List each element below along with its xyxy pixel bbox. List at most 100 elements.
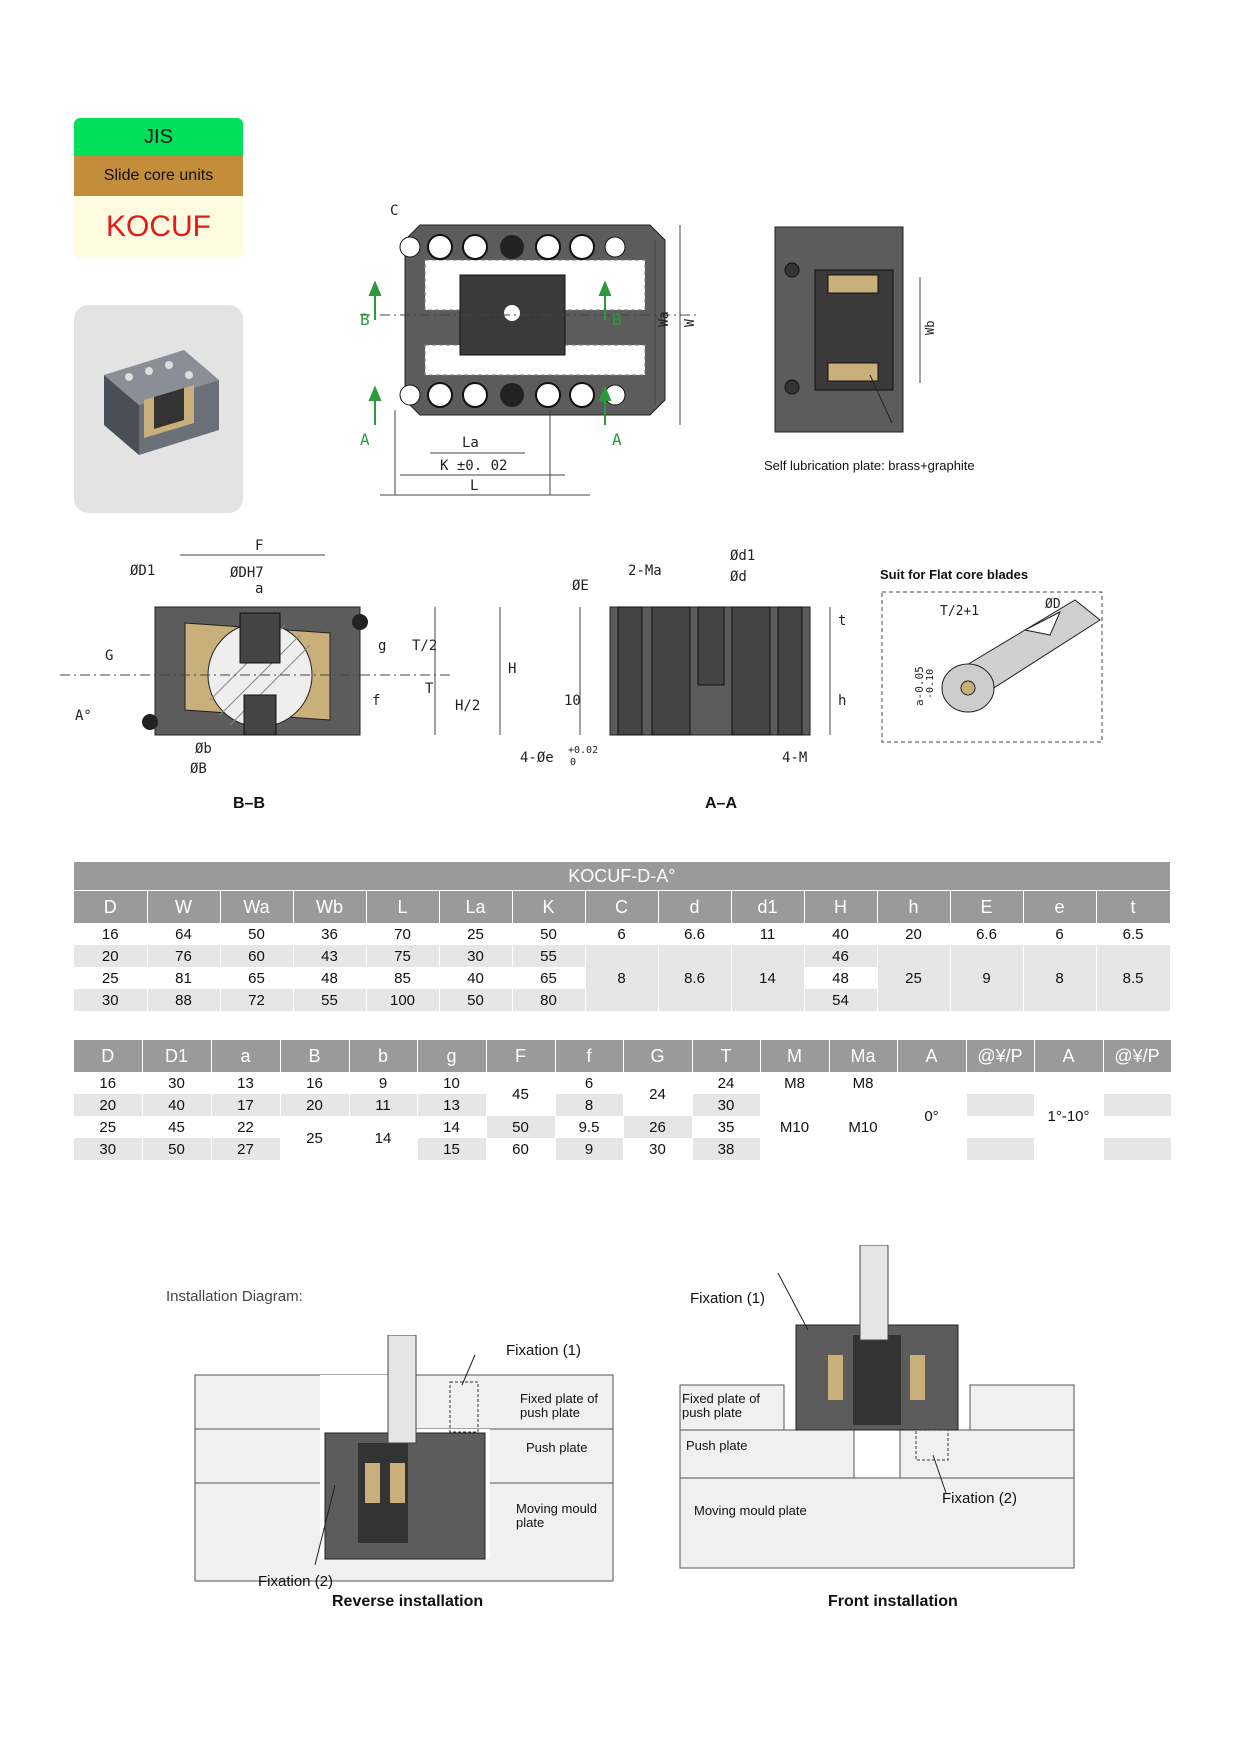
section-aa-title: A–A xyxy=(705,795,738,812)
table-cell: 54 xyxy=(804,989,878,1011)
table1-header: e xyxy=(1023,890,1097,923)
table1-header: L xyxy=(366,890,440,923)
table-cell: 1°-10° xyxy=(1034,1072,1104,1160)
table1-header: h xyxy=(877,890,951,923)
label-od: Ød xyxy=(730,569,747,585)
table2-header: g xyxy=(417,1040,487,1072)
label-a: a xyxy=(255,581,263,597)
table-cell: 14 xyxy=(417,1116,487,1138)
lubrication-note: Self lubrication plate: brass+graphite xyxy=(764,458,975,473)
table2-header: @¥/P xyxy=(1103,1040,1172,1072)
table-cell: 38 xyxy=(692,1138,761,1160)
label-wa: Wa xyxy=(657,311,672,327)
table1-header: d1 xyxy=(731,890,805,923)
table-cell: 9.5 xyxy=(555,1116,624,1138)
label-dh7: ØDH7 xyxy=(230,565,264,581)
label-k: K ±0. 02 xyxy=(440,458,507,474)
label-h: H xyxy=(508,661,516,677)
table-cell: 6.5 xyxy=(1096,923,1171,945)
spec-table-2: D D1 a B b g F f G T M Ma A @¥/P A @¥/P … xyxy=(74,1040,1172,1160)
table-row: 30 88 72 55 100 50 80 54 xyxy=(74,989,1170,1011)
label-w: W xyxy=(683,319,698,327)
label-a-angle: A° xyxy=(75,708,92,724)
table-cell xyxy=(966,1138,1035,1160)
label-c: C xyxy=(390,203,398,219)
standard-badge: JIS xyxy=(74,118,243,156)
table1-header: Wa xyxy=(220,890,294,923)
table-cell: 60 xyxy=(486,1138,556,1160)
table-row: 30 50 27 15 60 9 30 38 xyxy=(74,1138,1172,1160)
table-cell: 30 xyxy=(74,989,148,1011)
label-t-half-plus: T/2+1 xyxy=(940,604,979,619)
table-cell: 20 xyxy=(280,1094,350,1116)
label-la: La xyxy=(462,435,479,451)
table-cell: 16 xyxy=(74,923,148,945)
front-plate-push: Push plate xyxy=(686,1438,748,1453)
table-row: 25 81 65 48 85 40 65 48 xyxy=(74,967,1170,989)
front-fixation-2: Fixation (2) xyxy=(942,1490,1018,1507)
table-cell: 25 xyxy=(280,1116,350,1160)
table-cell xyxy=(966,1116,1035,1138)
table-cell: 10 xyxy=(417,1072,487,1094)
table-cell: 9 xyxy=(555,1138,624,1160)
label-a-tol1: a-0.05 xyxy=(913,666,926,706)
table-cell: 25 xyxy=(439,923,513,945)
front-plate-fixed: Fixed plate of push plate xyxy=(682,1391,761,1420)
table1-header: D xyxy=(74,890,148,923)
table-cell: 13 xyxy=(211,1072,281,1094)
table-cell: 8.6 xyxy=(658,945,732,1011)
table-cell: 25 xyxy=(877,945,951,1011)
label-2ma: 2-Ma xyxy=(628,563,662,579)
table-cell: 50 xyxy=(512,923,586,945)
label-t: T xyxy=(425,681,434,697)
table-cell: 30 xyxy=(74,1138,143,1160)
label-a-right: A xyxy=(612,430,622,449)
product-code: KOCUF xyxy=(74,196,243,258)
table-cell: 22 xyxy=(211,1116,281,1138)
table-cell: 11 xyxy=(349,1094,418,1116)
table-cell xyxy=(966,1094,1035,1116)
installation-title: Installation Diagram: xyxy=(166,1288,303,1305)
table2-header: b xyxy=(349,1040,418,1072)
label-h-small: h xyxy=(838,693,846,709)
table-cell: 11 xyxy=(731,923,805,945)
spec-table-1: KOCUF-D-A° D W Wa Wb L La K C d d1 H h E… xyxy=(74,862,1171,1011)
product-photo-card xyxy=(74,305,243,513)
table2-header: f xyxy=(555,1040,624,1072)
table1-header: C xyxy=(585,890,659,923)
table-cell: 0° xyxy=(897,1072,967,1160)
table-cell: 48 xyxy=(804,967,878,989)
label-ob: Øb xyxy=(195,741,212,757)
table2-header: @¥/P xyxy=(966,1040,1035,1072)
table-row: 16 30 13 16 9 10 45 6 24 24 M8 M8 0° 1°-… xyxy=(74,1072,1172,1160)
table-cell: M10 xyxy=(829,1094,898,1160)
reverse-fixation-1: Fixation (1) xyxy=(506,1342,582,1359)
label-oe: ØE xyxy=(572,578,589,594)
label-g-lower: g xyxy=(378,638,386,654)
table-cell: 17 xyxy=(211,1094,281,1116)
table1-header: W xyxy=(147,890,221,923)
label-t-small: t xyxy=(838,613,846,629)
table-cell: 6 xyxy=(555,1072,624,1094)
section-aa-drawing: 2-Ma Ød1 ØE Ød t 10 h 4-Øe +0.02 0 4-M xyxy=(520,548,846,768)
table-cell: 43 xyxy=(293,945,367,967)
table2-header: D1 xyxy=(142,1040,212,1072)
table-cell: 50 xyxy=(142,1138,212,1160)
label-4m: 4-M xyxy=(782,750,807,766)
front-installation-caption: Front installation xyxy=(828,1593,958,1610)
label-b-left: B xyxy=(360,310,370,329)
reverse-fixation-2: Fixation (2) xyxy=(258,1573,334,1590)
table-cell: 25 xyxy=(74,1116,143,1138)
table-cell: 72 xyxy=(220,989,294,1011)
label-l: L xyxy=(470,478,478,494)
table-row: 16 64 50 36 70 25 50 6 6.6 11 40 20 6.6 … xyxy=(74,923,1171,945)
label-h-half: H/2 xyxy=(455,698,480,714)
table-cell: 6.6 xyxy=(950,923,1024,945)
table-cell: 20 xyxy=(74,945,148,967)
label-g-upper: G xyxy=(105,648,113,664)
table-cell xyxy=(1103,1138,1172,1160)
table-cell: 30 xyxy=(142,1072,212,1094)
table-cell: 8 xyxy=(555,1094,624,1116)
table-cell: 30 xyxy=(692,1094,761,1116)
label-f-small: f xyxy=(372,693,380,709)
